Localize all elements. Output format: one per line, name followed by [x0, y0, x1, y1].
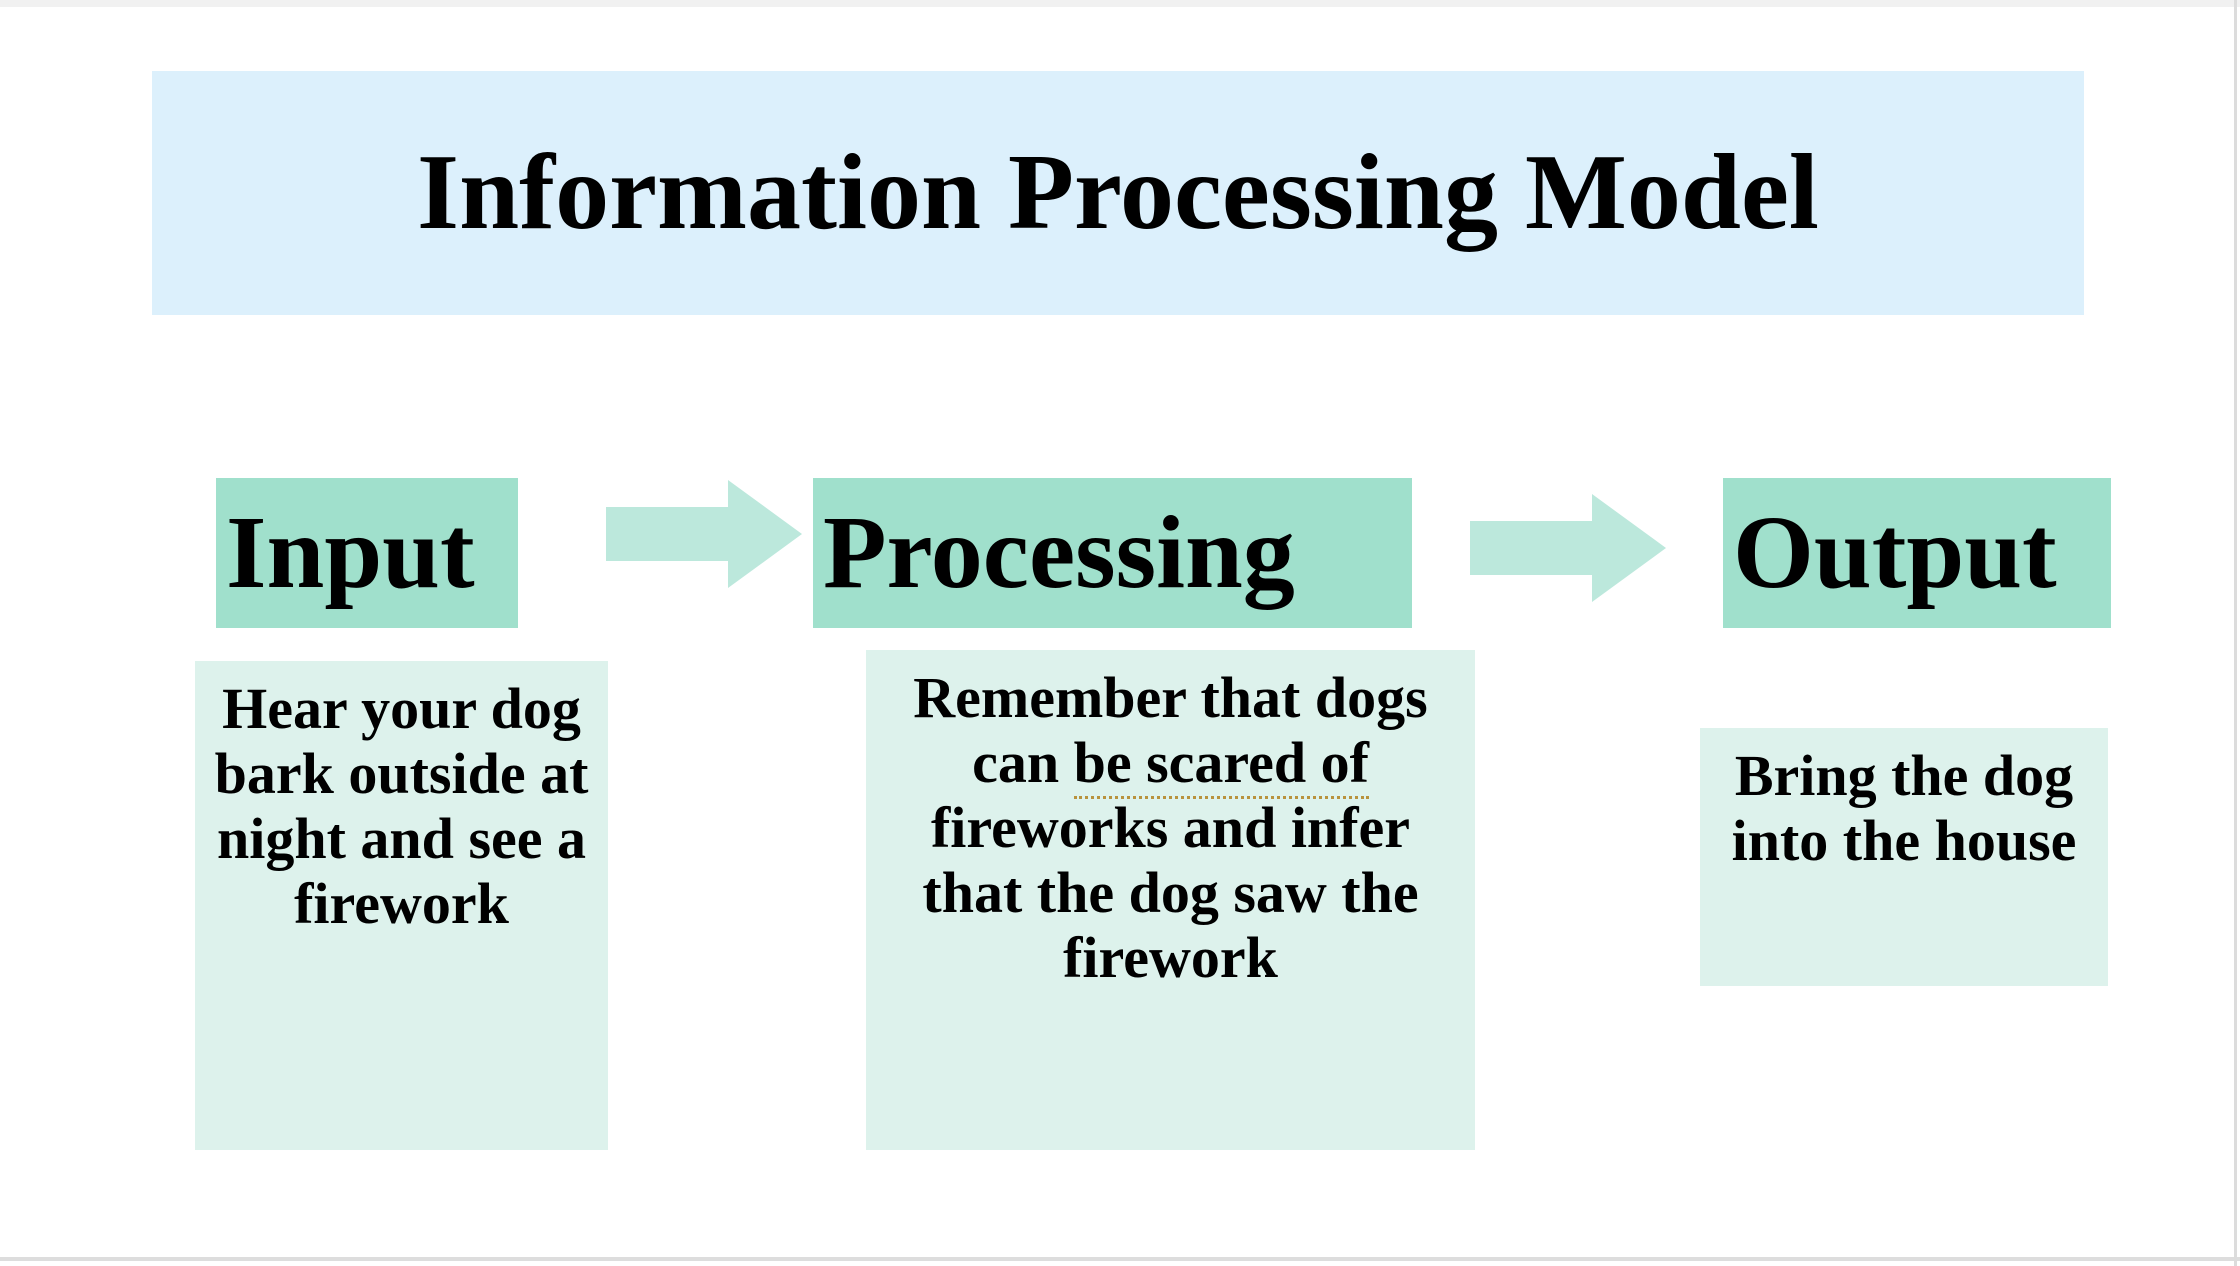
flow-arrow-right-icon [606, 472, 802, 596]
stage-heading-processing[interactable]: Processing [813, 478, 1412, 628]
stage-body-input-text: Hear your dog bark outside at night and … [214, 676, 589, 936]
body-segment-plain: Remember that dogs can [913, 665, 1428, 795]
body-segment-plain: fireworks and infer that the dog saw the… [922, 794, 1419, 990]
editor-frame-bottom-edge [0, 1257, 2240, 1261]
stage-heading-output[interactable]: Output [1723, 478, 2111, 628]
slide-title-banner[interactable]: Information Processing Model [152, 71, 2084, 315]
stage-heading-input[interactable]: Input [216, 478, 518, 628]
flow-arrow-right-icon [1470, 486, 1666, 610]
stage-body-processing-text: Remember that dogs can be scared of fire… [866, 650, 1475, 991]
stage-heading-output-label: Output [1733, 495, 2057, 610]
stage-body-processing[interactable]: Remember that dogs can be scared of fire… [866, 650, 1475, 1150]
stage-heading-processing-label: Processing [823, 495, 1295, 610]
stage-heading-input-label: Input [226, 495, 475, 610]
stage-body-output[interactable]: Bring the dog into the house [1700, 728, 2108, 986]
slide-title-text: Information Processing Model [417, 133, 1819, 253]
grammar-suggestion-span[interactable]: be scared of [1073, 729, 1369, 799]
editor-frame-right-edge [2234, 0, 2237, 1266]
editor-frame-top-edge [0, 0, 2240, 7]
stage-body-output-text: Bring the dog into the house [1731, 743, 2077, 873]
stage-body-input[interactable]: Hear your dog bark outside at night and … [195, 661, 608, 1150]
